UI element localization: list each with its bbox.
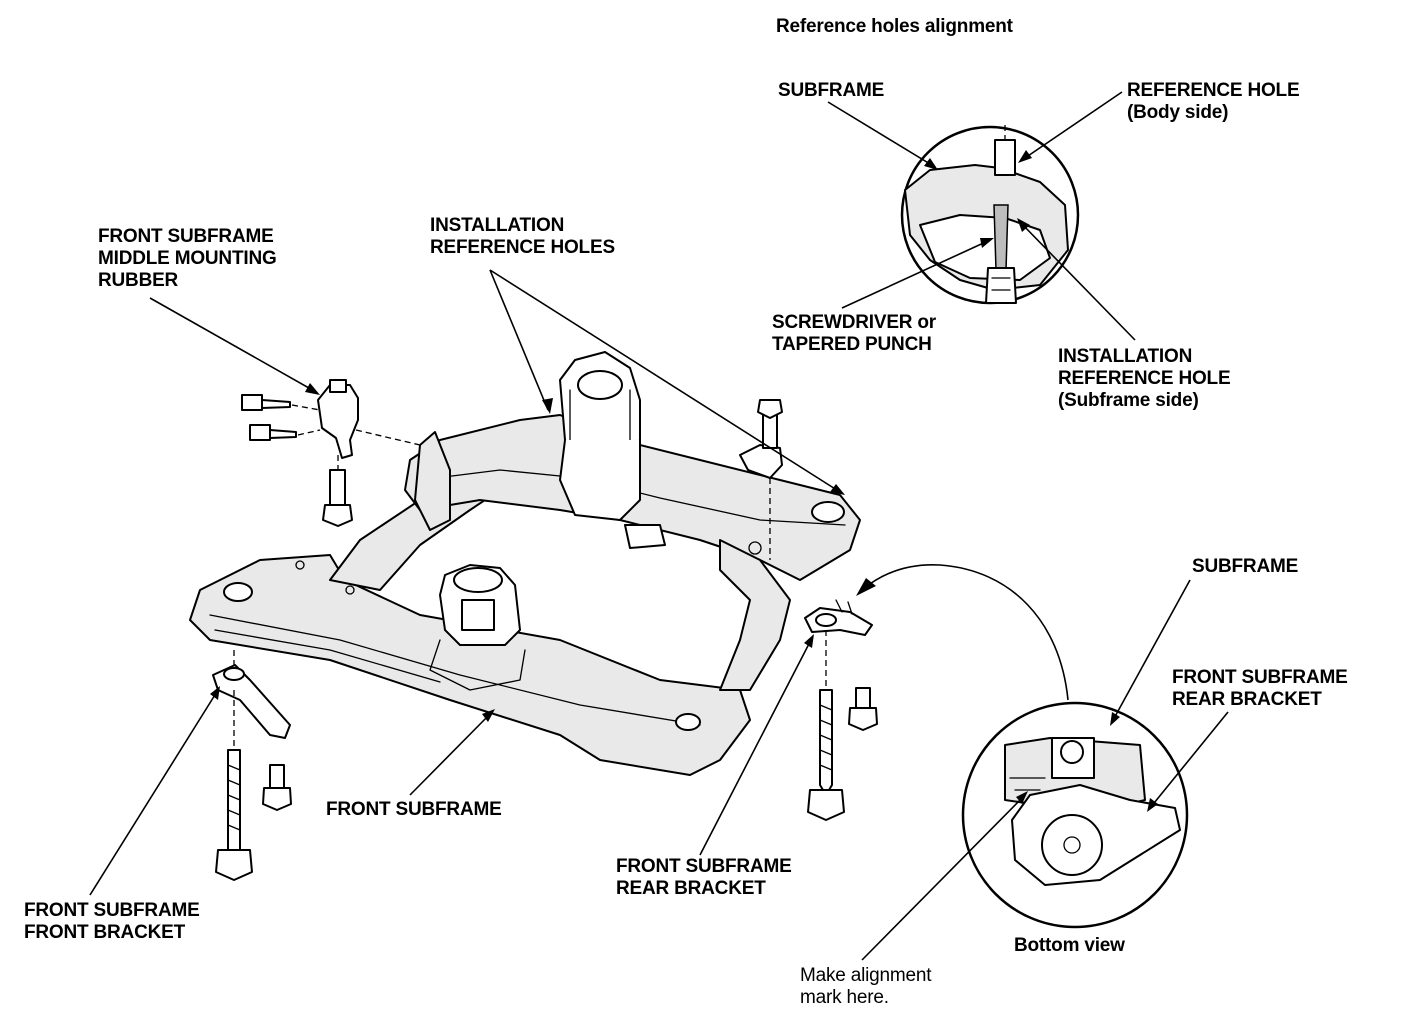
- label-middle-mounting-rubber: FRONT SUBFRAME MIDDLE MOUNTING RUBBER: [98, 226, 277, 292]
- label-line: REFERENCE HOLES: [430, 237, 615, 258]
- label-front-subframe: FRONT SUBFRAME: [326, 799, 502, 820]
- label-line: Make alignment: [800, 965, 932, 986]
- rear-upper-bracket-drawing: [739, 399, 783, 560]
- label-line: REAR BRACKET: [1172, 689, 1322, 710]
- label-line: (Subframe side): [1058, 390, 1199, 411]
- label-line: SCREWDRIVER or: [772, 312, 936, 333]
- label-line: FRONT SUBFRAME: [98, 226, 274, 247]
- label-line: INSTALLATION: [430, 215, 565, 236]
- label-rear-bracket-right: FRONT SUBFRAME REAR BRACKET: [1172, 667, 1348, 711]
- reference-holes-alignment-title: Reference holes alignment: [776, 16, 1013, 37]
- label-line: TAPERED PUNCH: [772, 334, 932, 355]
- label-line: INSTALLATION: [1058, 346, 1193, 367]
- label-line: mark here.: [800, 987, 889, 1008]
- label-installation-reference-hole-subframe-side: INSTALLATION REFERENCE HOLE (Subframe si…: [1058, 346, 1231, 412]
- label-line: FRONT BRACKET: [24, 922, 185, 943]
- label-line: MIDDLE MOUNTING: [98, 248, 277, 269]
- leader-lines: [89, 91, 1229, 961]
- bottom-view-detail: [961, 701, 1189, 929]
- middle-mounting-rubber-drawing: [241, 379, 421, 527]
- label-subframe-right: SUBFRAME: [1192, 556, 1299, 577]
- label-bottom-view: Bottom view: [1014, 935, 1125, 956]
- label-line: (Body side): [1127, 102, 1229, 123]
- front-bracket-drawing: [212, 650, 292, 881]
- label-rear-bracket-bottom: FRONT SUBFRAME REAR BRACKET: [616, 856, 792, 900]
- label-line: RUBBER: [98, 270, 179, 291]
- label-screwdriver-tapered-punch: SCREWDRIVER or TAPERED PUNCH: [772, 312, 936, 356]
- label-front-bracket: FRONT SUBFRAME FRONT BRACKET: [24, 900, 200, 944]
- front-subframe-drawing: [189, 351, 861, 776]
- label-line: FRONT SUBFRAME: [1172, 667, 1348, 688]
- label-line: REFERENCE HOLE: [1127, 80, 1300, 101]
- label-make-alignment-mark: Make alignment mark here.: [800, 965, 932, 1009]
- rear-bracket-drawing: [804, 564, 1069, 821]
- label-subframe-top: SUBFRAME: [778, 80, 885, 101]
- label-reference-hole-body-side: REFERENCE HOLE (Body side): [1127, 80, 1300, 124]
- label-line: REFERENCE HOLE: [1058, 368, 1231, 389]
- label-line: FRONT SUBFRAME: [616, 856, 792, 877]
- label-installation-reference-holes: INSTALLATION REFERENCE HOLES: [430, 215, 615, 259]
- label-line: REAR BRACKET: [616, 878, 766, 899]
- label-line: FRONT SUBFRAME: [24, 900, 200, 921]
- reference-hole-detail: [900, 125, 1080, 305]
